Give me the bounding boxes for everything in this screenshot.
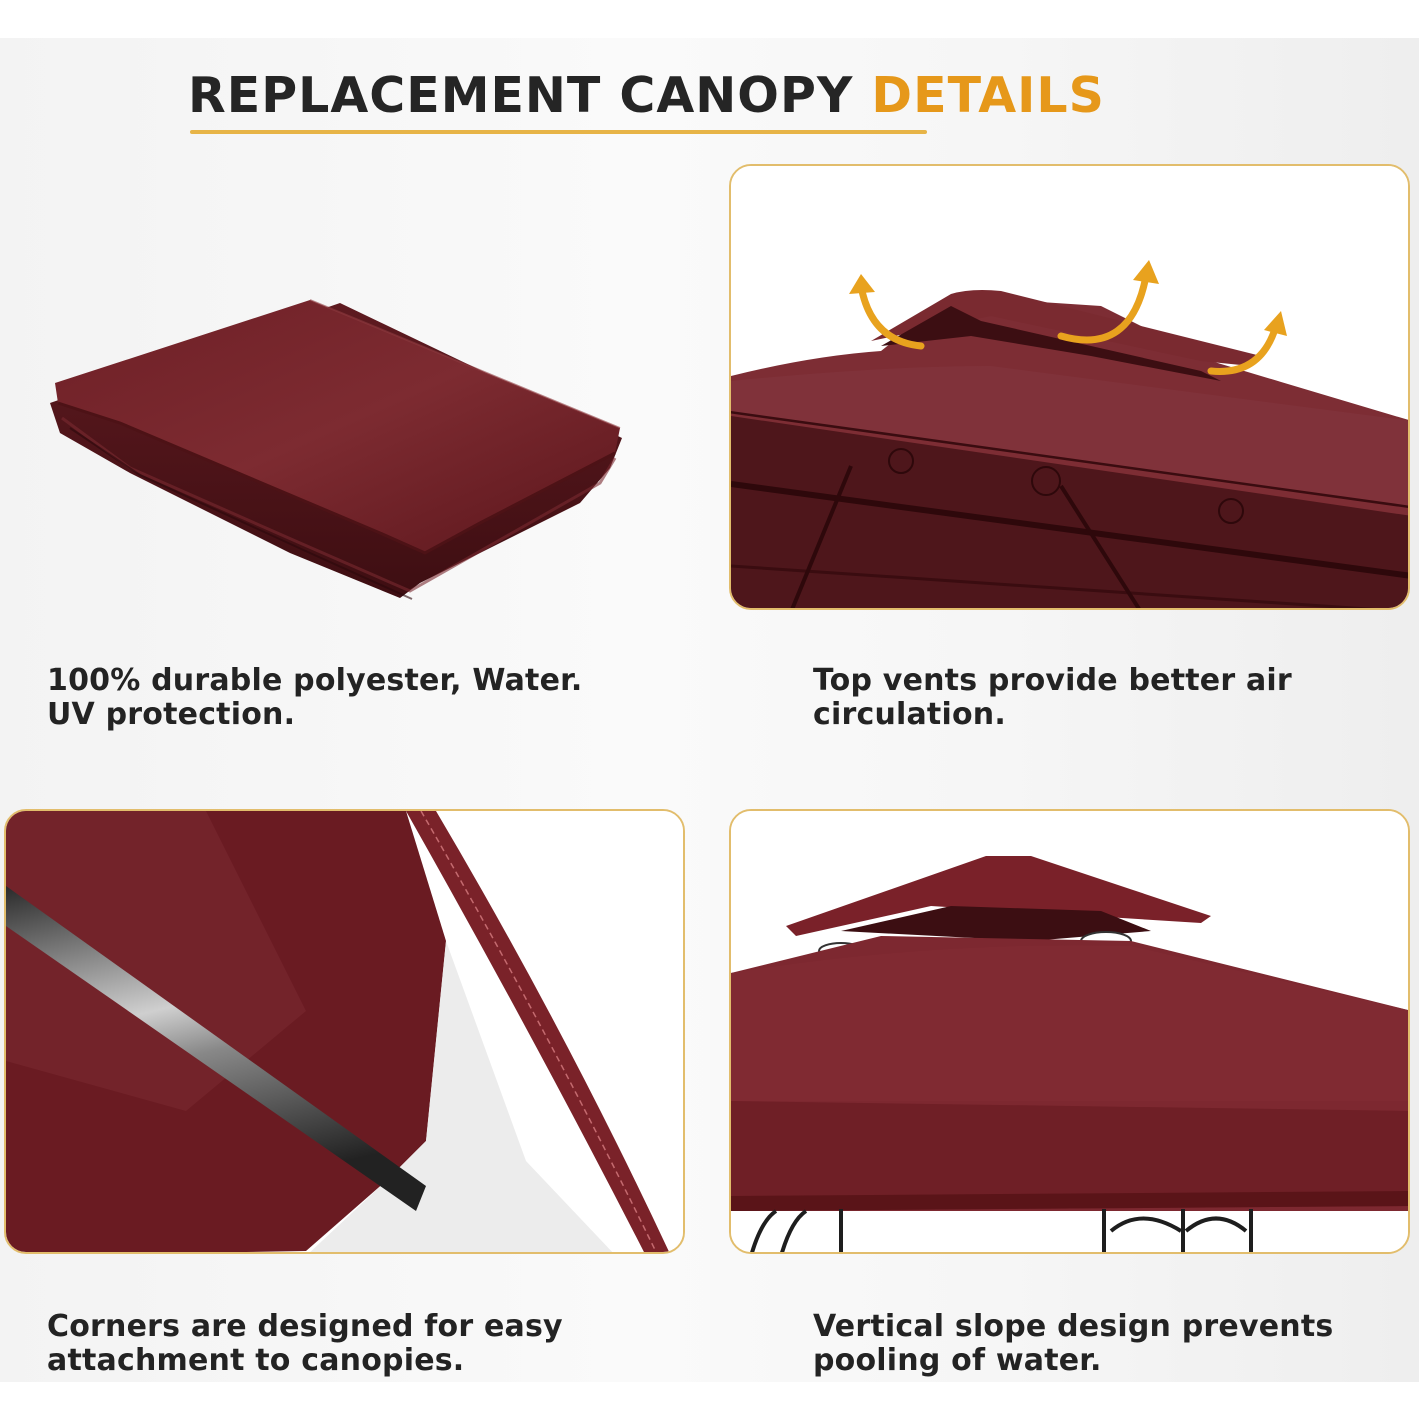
corner-closeup-illustration [6,811,683,1252]
feature-caption-slope: Vertical slope design prevents pooling o… [813,1309,1334,1378]
folded-canopy-image [40,253,640,613]
gazebo-vents-illustration [731,166,1408,608]
feature-caption-vents: Top vents provide better air circulation… [813,663,1292,732]
airflow-arrows-icon [857,272,1280,375]
title-underline [190,130,927,134]
vents-image-card [729,164,1410,610]
product-detail-panel: REPLACEMENT CANOPY DETAILS [0,38,1419,1382]
folded-fabric-icon [50,299,622,600]
page-title: REPLACEMENT CANOPY DETAILS [188,66,1105,126]
gazebo-roof-illustration [731,811,1408,1252]
slope-image-card [729,809,1410,1254]
feature-caption-corners: Corners are designed for easy attachment… [47,1309,563,1378]
title-dark-text: REPLACEMENT CANOPY [188,67,872,124]
frame-posts-icon [750,1209,1253,1252]
feature-caption-material: 100% durable polyester, Water. UV protec… [47,663,583,732]
corner-image-card [4,809,685,1254]
title-accent-text: DETAILS [871,67,1105,124]
